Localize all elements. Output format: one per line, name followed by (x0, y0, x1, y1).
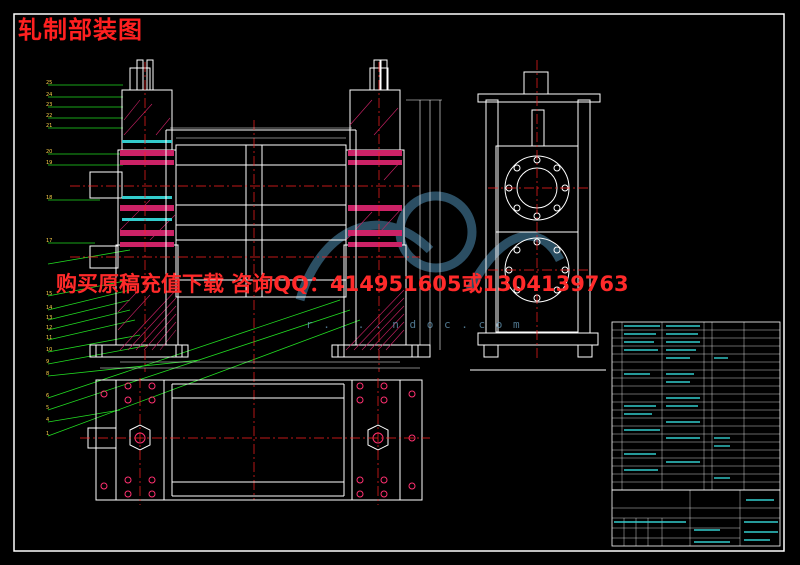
dimension-lines (100, 99, 442, 369)
svg-text:21: 21 (46, 123, 52, 129)
left-housing (89, 67, 189, 358)
svg-text:22: 22 (46, 113, 52, 119)
svg-text:10: 10 (46, 347, 52, 353)
left-bearings (120, 150, 174, 247)
parts-list (611, 321, 781, 547)
svg-text:24: 24 (46, 92, 52, 98)
svg-text:18: 18 (46, 195, 52, 201)
svg-text:4: 4 (46, 417, 49, 423)
drawing-border (13, 13, 785, 552)
centre-lines (70, 62, 420, 500)
svg-text:23: 23 (46, 102, 52, 108)
svg-text:20: 20 (46, 149, 52, 155)
svg-text:1: 1 (46, 431, 49, 437)
rolls (165, 129, 357, 345)
svg-text:6: 6 (46, 393, 49, 399)
svg-text:15: 15 (46, 291, 52, 297)
promo-text: 购买原稿充值下载 咨询QQ：414951605或1304139763 (56, 272, 629, 296)
base-bolts (95, 344, 419, 358)
svg-text:5: 5 (46, 405, 49, 411)
svg-text:12: 12 (46, 325, 52, 331)
svg-text:19: 19 (46, 160, 52, 166)
svg-text:25: 25 (46, 80, 52, 86)
svg-text:13: 13 (46, 315, 52, 321)
svg-text:14: 14 (46, 305, 52, 311)
screw-stems (136, 59, 388, 91)
svg-text:17: 17 (46, 238, 52, 244)
right-bearings (348, 150, 402, 247)
svg-text:8: 8 (46, 371, 49, 377)
side-view (470, 60, 606, 371)
left-hatch (117, 99, 177, 351)
parts-list-entries (624, 325, 730, 479)
svg-text:9: 9 (46, 359, 49, 365)
svg-text:11: 11 (46, 335, 52, 341)
watermark-text: r . . . . n d o c . c o m (306, 318, 522, 331)
plan-view (80, 378, 430, 505)
drawing-title: 轧制部装图 (18, 16, 143, 44)
plan-bolt-holes (100, 382, 416, 498)
left-seals (122, 140, 172, 221)
